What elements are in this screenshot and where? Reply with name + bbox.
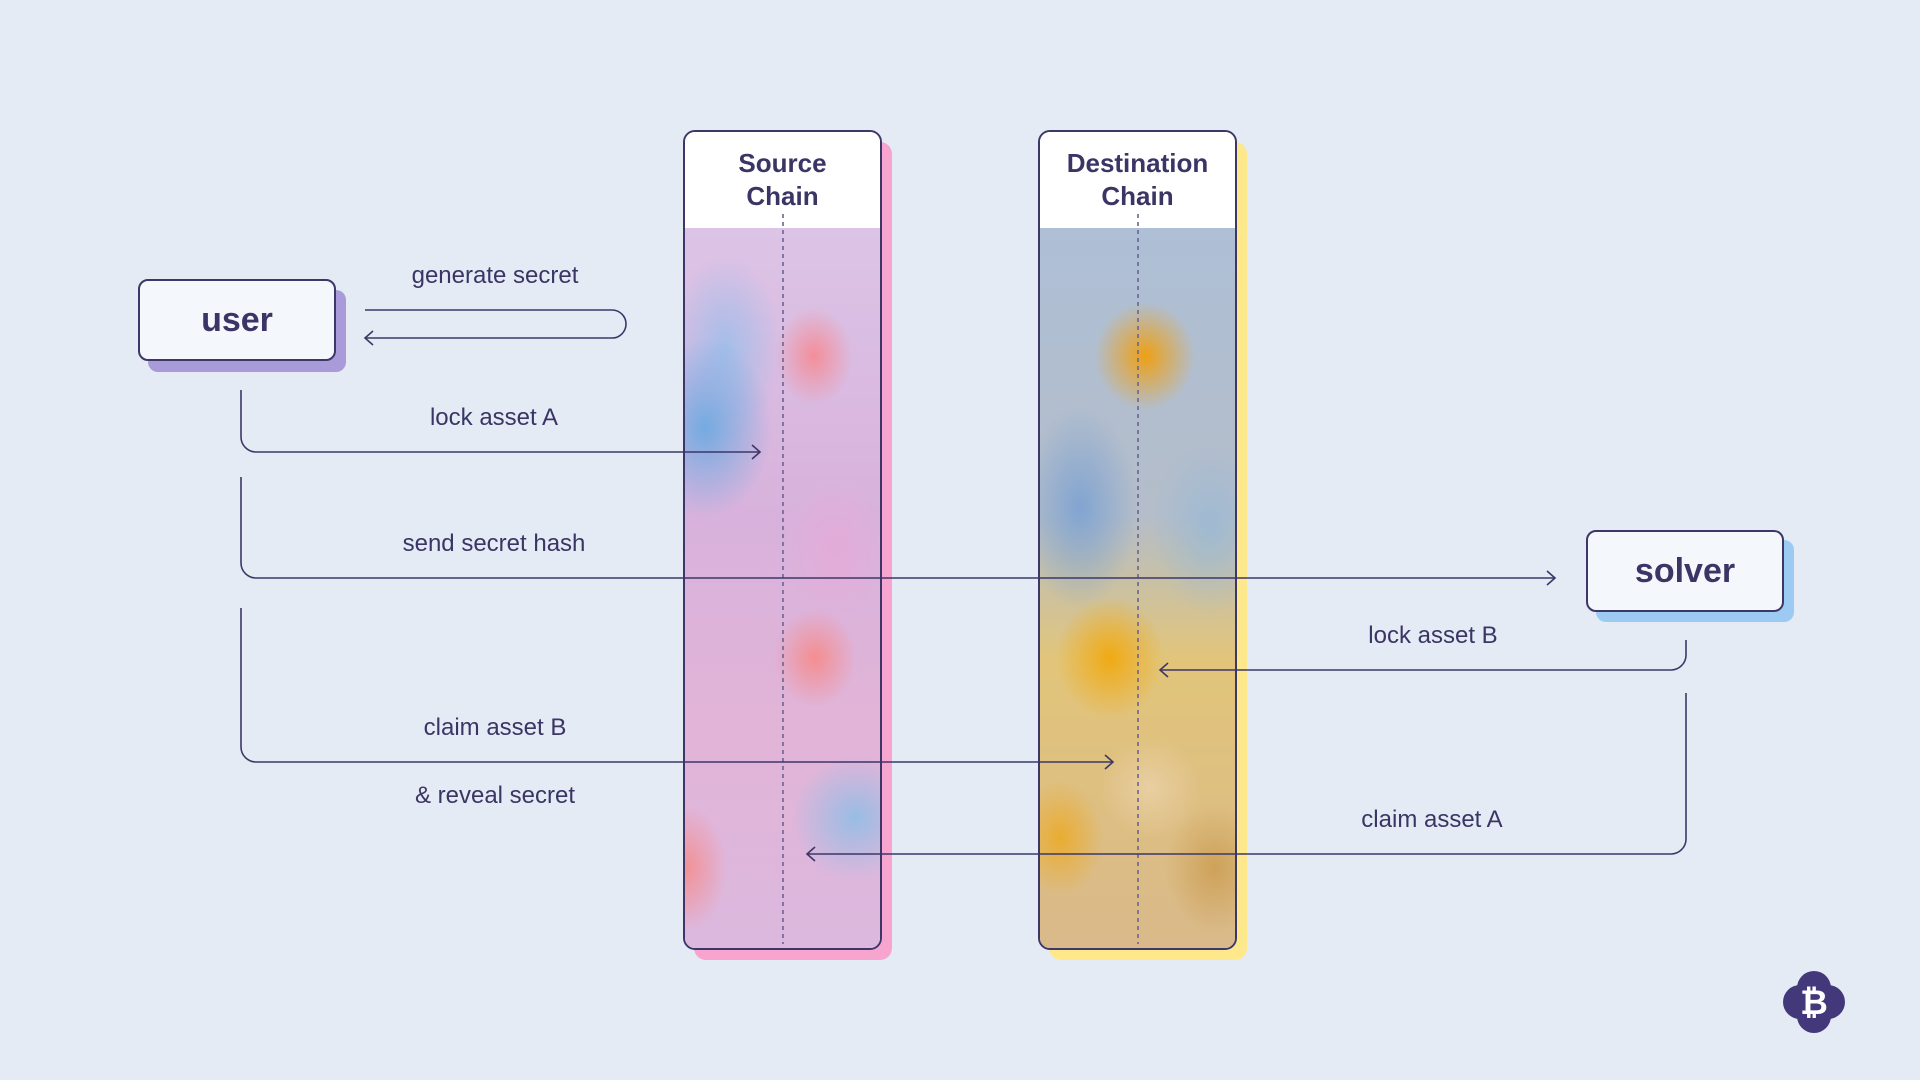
source-chain-column: Source Chain bbox=[683, 130, 882, 950]
destination-chain-column: Destination Chain bbox=[1038, 130, 1237, 950]
label-lock-asset-b: lock asset B bbox=[1368, 622, 1498, 649]
arrow-send-secret-hash bbox=[240, 477, 1555, 579]
arrow-generate-secret bbox=[365, 309, 627, 339]
arrowhead-generate-secret bbox=[363, 330, 374, 346]
source-chain-title: Source Chain bbox=[685, 132, 880, 228]
source-chain-body bbox=[685, 228, 880, 948]
solver-actor: solver bbox=[1586, 530, 1784, 612]
label-claim-asset-a: claim asset A bbox=[1361, 806, 1503, 833]
arrow-claim-asset-b bbox=[240, 608, 1113, 763]
user-actor: user bbox=[138, 279, 336, 361]
destination-chain-title: Destination Chain bbox=[1040, 132, 1235, 228]
arrowhead-send-secret-hash bbox=[1546, 570, 1557, 586]
label-lock-asset-a: lock asset A bbox=[429, 404, 559, 431]
label-generate-secret: generate secret bbox=[411, 262, 579, 289]
bitcoin-flower-icon: ₿ bbox=[1776, 964, 1852, 1040]
bitcoin-glyph: ₿ bbox=[1800, 983, 1828, 1023]
destination-chain-body bbox=[1040, 228, 1235, 948]
label-claim-asset-b: claim asset B bbox=[423, 714, 567, 741]
label-send-secret-hash: send secret hash bbox=[402, 530, 586, 557]
label-reveal-secret: & reveal secret bbox=[414, 782, 576, 809]
